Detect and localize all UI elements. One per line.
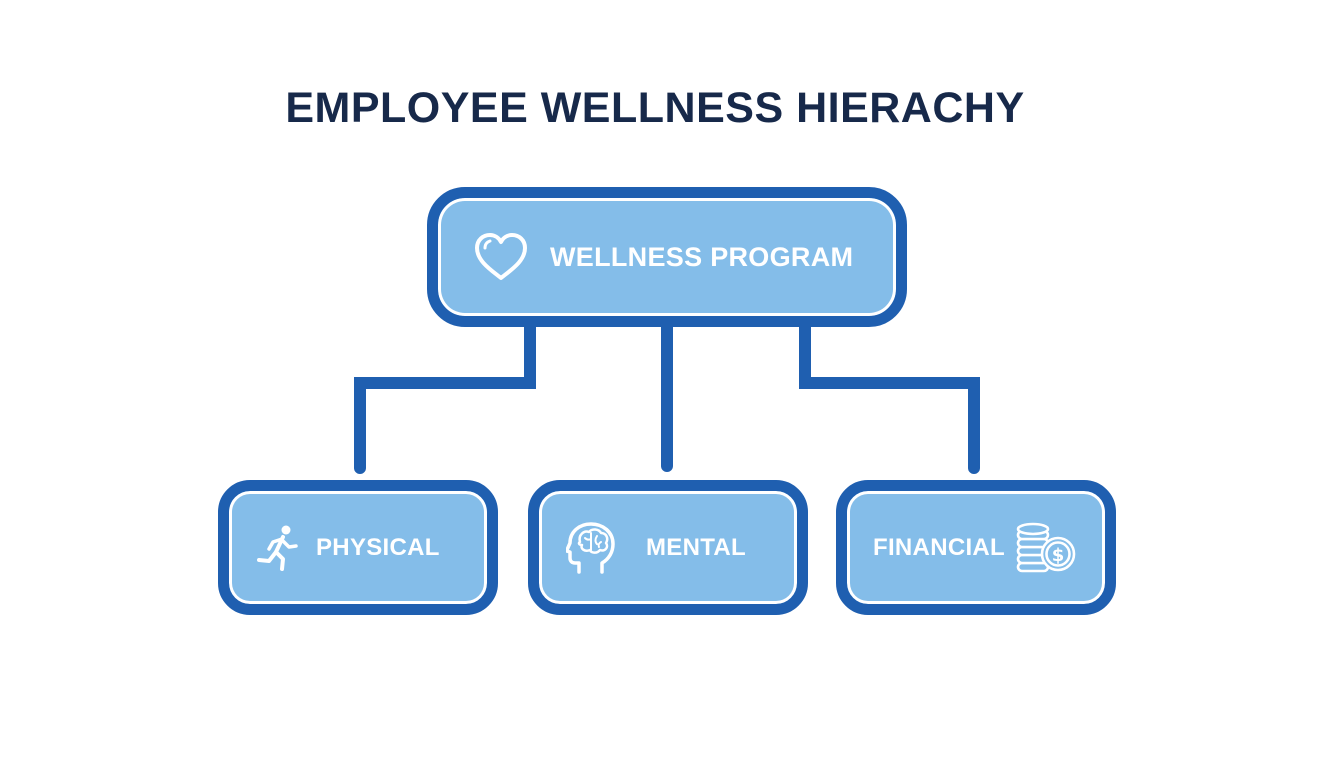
connector-root-to-physical (354, 312, 536, 474)
head-brain-icon (566, 521, 616, 574)
svg-text:$: $ (1052, 545, 1065, 566)
coins-dollar-icon: $ (1015, 521, 1077, 575)
node-financial: FINANCIAL $ (836, 480, 1116, 615)
node-mental-label: MENTAL (646, 533, 747, 561)
diagram-title: EMPLOYEE WELLNESS HIERACHY (285, 84, 1025, 132)
node-financial-label: FINANCIAL (873, 533, 1006, 561)
node-physical-label: PHYSICAL (316, 533, 440, 561)
connector-root-to-financial (799, 312, 980, 474)
node-physical: PHYSICAL (218, 480, 498, 615)
running-person-icon (256, 523, 300, 573)
node-mental: MENTAL (528, 480, 808, 615)
node-wellness-program: WELLNESS PROGRAM (427, 187, 907, 327)
node-wellness-program-label: WELLNESS PROGRAM (550, 241, 854, 272)
heart-icon (472, 231, 530, 283)
